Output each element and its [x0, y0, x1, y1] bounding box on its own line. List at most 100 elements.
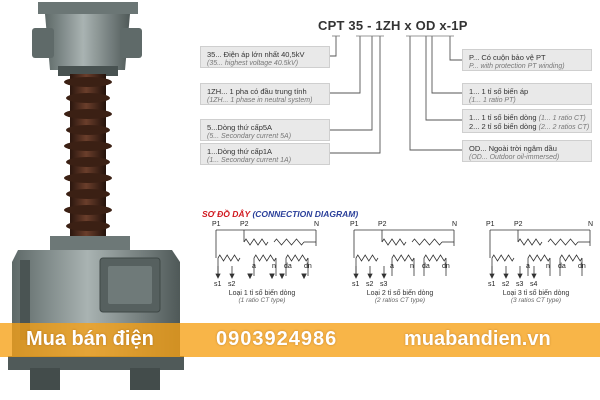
spec-voltage-vn: 35... Điện áp lớn nhất 40,5kV: [207, 50, 305, 59]
diagram-title-en: (CONNECTION DIAGRAM): [252, 209, 359, 219]
terminal-label-s1: s1: [488, 281, 496, 288]
terminal-label-s4: s4: [530, 281, 538, 288]
arrow-icon: [503, 273, 509, 279]
terminal-label-s2: s2: [366, 281, 374, 288]
arrow-icon: [229, 273, 235, 279]
diagram-title: SƠ ĐỒ DÂY (CONNECTION DIAGRAM): [202, 209, 358, 219]
pt-winding: [381, 238, 407, 246]
terminal-label-P1: P1: [212, 221, 221, 228]
terminal-label-a: a: [252, 263, 256, 270]
banner-phone[interactable]: 0903924986: [216, 328, 338, 350]
diagram-3-vn: Loại 3 tỉ số biến dòng: [502, 290, 570, 297]
secondary-winding: [391, 254, 415, 262]
terminal-label-a: a: [526, 263, 530, 270]
arrow-icon: [215, 273, 221, 279]
contact-banner: [0, 323, 600, 357]
spec-box-secondary-1a: 1...Dòng thứ cấp1A (1... Secondary curre…: [200, 143, 330, 165]
spec-ct1-vn: 1... 1 tỉ số biến dòng: [469, 113, 537, 122]
terminal-label-N: N: [314, 221, 319, 228]
connector-1: [330, 36, 381, 154]
diagram-2-en: (2 ratios CT type): [374, 297, 426, 304]
spec-box-protection: P... Có cuộn bảo vệ PT P... with protect…: [462, 49, 592, 71]
diagram-3-en: (3 ratios CT type): [510, 297, 562, 304]
terminal-label-s2: s2: [228, 281, 236, 288]
arrow-icon: [489, 273, 495, 279]
pt-winding: [547, 238, 579, 246]
spec-outdoor-vn: OD... Ngoài trời ngâm dầu: [469, 144, 557, 153]
banner-company-name: Mua bán điện: [26, 328, 154, 350]
wiring-diagram-2: [247, 229, 455, 279]
transformer-head: [32, 2, 142, 76]
terminal-label-da: da: [558, 263, 566, 270]
arrow-icon: [381, 273, 387, 279]
ct-winding: [217, 254, 241, 262]
terminal-label-s2: s2: [502, 281, 510, 288]
terminal-label-P1: P1: [486, 221, 495, 228]
spec-ct2-en: (2... 2 ratios CT): [538, 124, 590, 131]
spec-protection-en: P... with protection PT winding): [469, 63, 565, 70]
connector-p: [449, 36, 462, 61]
pt-winding: [411, 238, 443, 246]
terminal-label-N: N: [452, 221, 457, 228]
terminal-label-dn: dn: [578, 263, 586, 270]
spec-pt-ratio-en: (1... 1 ratio PT): [469, 97, 516, 104]
secondary-winding: [527, 254, 551, 262]
diagram-1-vn: Loại 1 tỉ số biến dòng: [228, 290, 296, 297]
spec-1a-en: (1... Secondary current 1A): [207, 157, 292, 164]
connector-od: [409, 36, 462, 151]
diagram-1-en: (1 ratio CT type): [238, 297, 286, 304]
pt-winding: [243, 238, 269, 246]
diagram-caption-1: Loại 1 tỉ số biến dòng (1 ratio CT type): [202, 290, 322, 304]
spec-ct1-en: (1... 1 ratio CT): [538, 115, 586, 122]
spec-pt-ratio-vn: 1... 1 tỉ số biến áp: [469, 87, 529, 96]
terminal-label-s1: s1: [214, 281, 222, 288]
terminal-label-n: n: [410, 263, 414, 270]
connector-35: [330, 36, 337, 57]
spec-1a-vn: 1...Dòng thứ cấp1A: [207, 147, 273, 156]
arrow-icon: [517, 273, 523, 279]
spec-box-pt-ratio: 1... 1 tỉ số biến áp (1... 1 ratio PT): [462, 83, 592, 105]
spec-ct2-vn: 2... 2 tỉ số biến dòng: [469, 122, 537, 131]
spec-voltage-en: (35... highest voltage 40.5kV): [207, 60, 299, 67]
terminal-label-s3: s3: [516, 281, 524, 288]
arrow-icon: [301, 273, 307, 279]
arrow-icon: [353, 273, 359, 279]
secondary-winding: [559, 254, 583, 262]
connector-ct-ratio: [425, 36, 462, 121]
terminal-label-s3: s3: [380, 281, 388, 288]
pt-winding: [273, 238, 305, 246]
secondary-winding: [423, 254, 447, 262]
spec-outdoor-en: (OD... Outdoor oil-immersed): [469, 154, 560, 161]
spec-box-outdoor: OD... Ngoài trời ngâm dầu (OD... Outdoor…: [462, 140, 592, 162]
terminal-label-da: da: [284, 263, 292, 270]
secondary-winding: [285, 254, 309, 262]
terminal-label-dn: dn: [442, 263, 450, 270]
arrow-icon: [367, 273, 373, 279]
terminal-label-n: n: [272, 263, 276, 270]
arrow-icon: [279, 273, 285, 279]
arrow-icon: [247, 273, 253, 279]
terminal-label-n: n: [546, 263, 550, 270]
spec-protection-vn: P... Có cuộn bảo vệ PT: [469, 53, 546, 62]
terminal-label-da: da: [422, 263, 430, 270]
transformer-tank: [8, 236, 184, 390]
terminal-label-N: N: [588, 221, 593, 228]
porcelain-insulator: [64, 74, 112, 244]
diagram-caption-2: Loại 2 tỉ số biến dòng (2 ratios CT type…: [340, 290, 460, 304]
secondary-winding: [253, 254, 277, 262]
diagram-caption-3: Loại 3 tỉ số biến dòng (3 ratios CT type…: [476, 290, 596, 304]
terminal-label-dn: dn: [304, 263, 312, 270]
terminal-label-P2: P2: [378, 221, 387, 228]
arrow-icon: [531, 273, 537, 279]
spec-connectors: [330, 35, 462, 154]
wiring-diagram-3: [247, 229, 591, 279]
spec-box-secondary-5a: 5...Dòng thứ cấp5A (5... Secondary curre…: [200, 119, 330, 141]
terminal-label-a: a: [390, 263, 394, 270]
terminal-label-s1: s1: [352, 281, 360, 288]
product-code: CPT 35 - 1ZH x OD x-1P: [318, 18, 468, 33]
pt-winding: [517, 238, 543, 246]
arrow-icon: [269, 273, 275, 279]
spec-phase-vn: 1ZH... 1 pha có đầu trung tính: [207, 87, 307, 96]
banner-website[interactable]: muabandien.vn: [404, 328, 551, 350]
spec-5a-en: (5... Secondary current 5A): [207, 133, 292, 140]
